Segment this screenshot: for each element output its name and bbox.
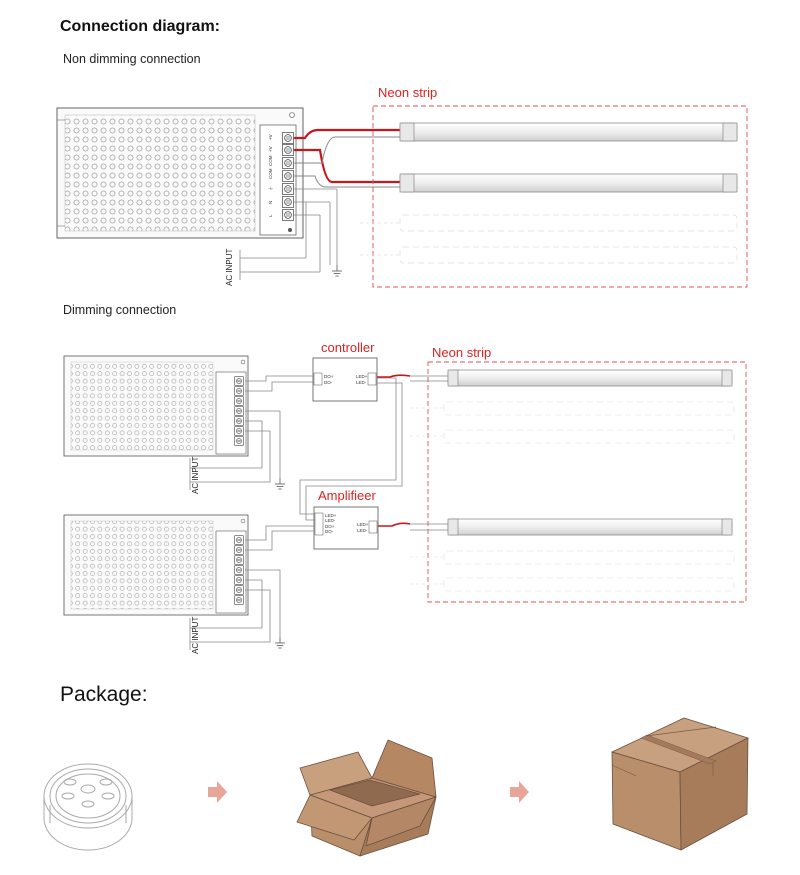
package-heading: Package:: [60, 683, 148, 706]
neon-strip-frame-1: [372, 105, 748, 288]
terminal-label: LED-: [357, 528, 368, 533]
terminal-label: DO+: [325, 524, 335, 529]
wires-top: [239, 128, 400, 280]
ground-icon: [274, 477, 286, 490]
terminal-label: N: [268, 201, 273, 204]
ground-icon: [331, 264, 343, 277]
terminal-label: +V: [268, 134, 273, 140]
non-dimming-heading: Non dimming connection: [63, 52, 201, 66]
terminal-label: COM: [268, 168, 273, 179]
connection-diagram-heading: Connection diagram:: [60, 18, 221, 35]
open-carton-image: [296, 739, 437, 857]
psu-dimming-2: [63, 514, 249, 616]
terminal-label: ⏚: [267, 187, 273, 192]
neon-strip-label-1: Neon strip: [378, 85, 437, 100]
ac-input-label-3: AC INPUT: [191, 617, 200, 654]
terminal-label: LED+: [356, 374, 368, 379]
ac-input-label-1: AC INPUT: [225, 249, 234, 286]
terminal-label: LED+: [325, 513, 337, 518]
neon-reel-image: [43, 763, 133, 851]
neon-tubes-dimming: [410, 369, 735, 592]
psu-dimming-1: [63, 355, 249, 457]
controller-box: DO+ DO- LED+ LED-: [312, 357, 378, 402]
psu-terminal-labels: +V +V COM COM ⏚ N L: [267, 134, 273, 217]
amplifier-box: LED+ LED- DO+ DO- LED+ LED-: [313, 506, 379, 550]
psu-top: +V +V COM COM ⏚ N L: [56, 107, 304, 239]
arrow-right-icon: [510, 781, 529, 803]
terminal-label: DO-: [325, 529, 334, 534]
neon-strip-frame-2: [427, 361, 747, 603]
ac-input-label-2: AC INPUT: [191, 457, 200, 494]
arrow-right-icon: [208, 781, 227, 803]
ground-icon: [274, 636, 286, 649]
neon-strip-label-2: Neon strip: [432, 345, 491, 360]
wires-dimming: [189, 375, 448, 650]
terminal-label: COM: [268, 155, 273, 166]
sealed-carton-image: [611, 717, 749, 851]
terminal-label: LED+: [357, 522, 369, 527]
terminal-label: LED-: [325, 518, 336, 523]
terminal-label: DO-: [324, 380, 333, 385]
red-wires-dimming: [377, 374, 411, 527]
neon-tubes-top: [360, 122, 738, 264]
terminal-label: L: [268, 214, 273, 217]
terminal-label: +V: [268, 146, 273, 152]
controller-label: controller: [321, 340, 375, 355]
terminal-label: DO+: [324, 374, 334, 379]
amplifier-label: Amplifieer: [318, 488, 376, 503]
terminal-label: LED-: [356, 380, 367, 385]
dimming-heading: Dimming connection: [63, 303, 177, 317]
